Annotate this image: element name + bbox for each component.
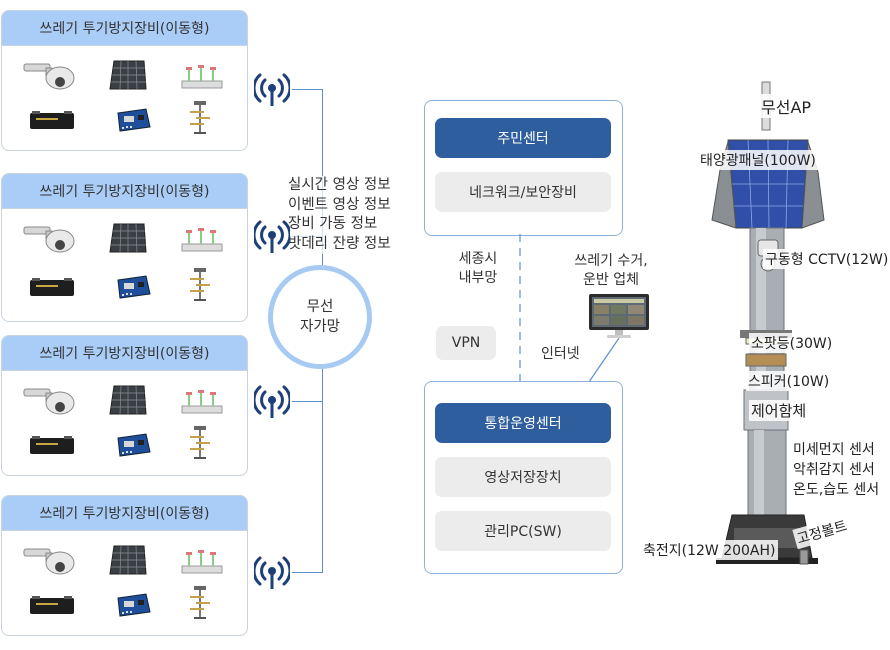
battery-icon [28, 109, 76, 135]
network-security-equipment: 네크워크/보안장비 [435, 172, 611, 212]
pole-label-battery: 축전지(12W 200AH) [641, 540, 778, 560]
sensor-temp-humidity: 온도,습도 센서 [793, 482, 880, 498]
wireless-antenna-icon [252, 383, 292, 419]
cctv-camera-icon [22, 546, 78, 580]
warning-light-icon [180, 224, 224, 258]
vendor-label: 쓰레기 수거, 운반 업체 [566, 252, 656, 290]
device-card-title: 쓰레기 투기방지장비(이동형) [2, 496, 247, 531]
controller-board-icon [112, 274, 152, 304]
warning-light-icon [180, 61, 224, 95]
sensor-fine-dust: 미세먼지 센서 [793, 442, 875, 458]
device-card: 쓰레기 투기방지장비(이동형) [1, 173, 248, 322]
sensor-unit-icon [186, 266, 214, 306]
wireless-network-label-1: 무선 [306, 299, 334, 315]
pole-label-cctv: 구동형 CCTV(12W) [763, 249, 890, 269]
sensor-unit-icon [186, 99, 214, 139]
device-card-title: 쓰레기 투기방지장비(이동형) [2, 11, 247, 46]
sensor-odor: 악취감지 센서 [793, 462, 875, 478]
pole-label-sensors: 미세먼지 센서 악취감지 센서 온도,습도 센서 [791, 440, 882, 500]
operation-center-panel: 통합운영센터 영상저장장치 관리PC(SW) [424, 381, 623, 574]
controller-board-icon [112, 592, 152, 622]
transmitted-info-list: 실시간 영상 정보 이벤트 영상 정보 장비 가동 정보 밧데리 잔량 정보 [286, 176, 393, 254]
wireless-network-node: 무선 자가망 [268, 265, 372, 369]
internet-line [588, 338, 620, 383]
device-card-title: 쓰레기 투기방지장비(이동형) [2, 336, 247, 371]
info-realtime-video: 실시간 영상 정보 [288, 177, 391, 193]
device-card: 쓰레기 투기방지장비(이동형) [1, 10, 248, 151]
internet-label: 인터넷 [541, 346, 580, 362]
pole-label-ap: 무선AP [759, 94, 814, 118]
network-link-1 [292, 89, 323, 90]
wireless-network-label-2: 자가망 [299, 319, 341, 335]
community-center-panel: 주민센터 네크워크/보안장비 [424, 100, 623, 236]
cctv-camera-icon [22, 386, 78, 420]
battery-icon [28, 434, 76, 460]
info-event-video: 이벤트 영상 정보 [288, 196, 391, 213]
pole-label-lamp: 소팟등(30W) [749, 333, 835, 353]
battery-icon [28, 276, 76, 302]
pole-label-solar-panel: 태양광패널(100W) [698, 150, 818, 170]
wireless-antenna-icon [252, 71, 292, 107]
network-link-3 [292, 401, 323, 402]
battery-icon [28, 594, 76, 620]
sensor-unit-icon [186, 584, 214, 624]
solar-panel-icon [108, 384, 148, 420]
device-card: 쓰레기 투기방지장비(이동형) [1, 335, 248, 476]
cctv-camera-icon [22, 224, 78, 258]
internal-network-line [519, 234, 521, 382]
cctv-camera-icon [22, 61, 78, 95]
pole-label-speaker: 스피커(10W) [746, 371, 832, 391]
solar-panel-icon [108, 544, 148, 580]
warning-light-icon [180, 546, 224, 580]
video-storage-device: 영상저장장치 [435, 457, 611, 497]
device-card-title: 쓰레기 투기방지장비(이동형) [2, 174, 247, 209]
controller-board-icon [112, 107, 152, 137]
community-center-title: 주민센터 [435, 118, 611, 158]
management-pc: 관리PC(SW) [435, 511, 611, 551]
vpn-label: VPN [436, 326, 496, 360]
wireless-antenna-icon [252, 218, 292, 254]
monitor-icon [589, 294, 649, 338]
vendor-label-line1: 쓰레기 수거, [574, 253, 648, 269]
device-card: 쓰레기 투기방지장비(이동형) [1, 495, 248, 636]
pole-label-control-box: 제어함체 [749, 400, 809, 421]
network-link-4 [292, 572, 323, 573]
operation-center-title: 통합운영센터 [435, 403, 611, 443]
internal-network-label-line1: 세종시 [458, 251, 498, 267]
sensor-unit-icon [186, 424, 214, 464]
solar-panel-icon [108, 222, 148, 258]
controller-board-icon [112, 432, 152, 462]
vendor-label-line2: 운반 업체 [583, 272, 639, 288]
internal-network-label: 세종시 내부망 [448, 250, 508, 288]
info-device-status: 장비 가동 정보 [288, 216, 378, 232]
wireless-antenna-icon [252, 554, 292, 590]
internal-network-label-line2: 내부망 [458, 270, 498, 286]
solar-panel-icon [108, 59, 148, 95]
warning-light-icon [180, 386, 224, 420]
info-battery-level: 밧데리 잔량 정보 [288, 235, 391, 252]
